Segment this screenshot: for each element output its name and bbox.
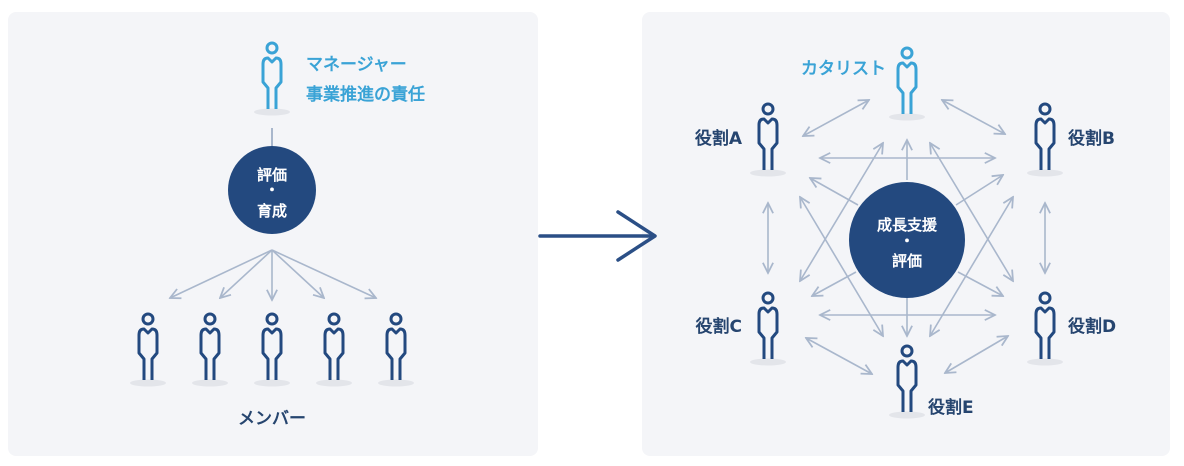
role-b-label: 役割B xyxy=(1068,128,1115,149)
left-center-dot: ・ xyxy=(264,181,279,199)
left-center-line1: 評価 xyxy=(257,166,287,184)
role-d-label: 役割D xyxy=(1068,316,1116,337)
left-center-line2: 育成 xyxy=(257,202,287,220)
members-label: メンバー xyxy=(238,409,306,429)
manager-title: マネージャー xyxy=(306,55,407,75)
catalyst-label: カタリスト xyxy=(801,59,886,79)
relation-arrows xyxy=(768,100,1045,374)
left-panel xyxy=(8,12,538,456)
right-center-line2: 評価 xyxy=(892,252,922,270)
role-a-label: 役割A xyxy=(695,128,743,149)
role-c-label: 役割C xyxy=(696,316,742,337)
arrow xyxy=(271,249,324,298)
right-center-dot: ・ xyxy=(899,232,914,250)
role-e-label: 役割E xyxy=(928,397,974,418)
right-center-line1: 成長支援 xyxy=(877,216,938,234)
member-arrows xyxy=(170,249,376,300)
manager-role: 事業推進の責任 xyxy=(306,84,425,105)
arrow xyxy=(170,249,273,298)
growth-support-circle xyxy=(849,182,965,298)
transition-arrow-icon xyxy=(538,210,657,262)
arrow xyxy=(271,249,376,298)
arrow xyxy=(220,249,273,298)
evaluation-circle xyxy=(228,146,316,234)
